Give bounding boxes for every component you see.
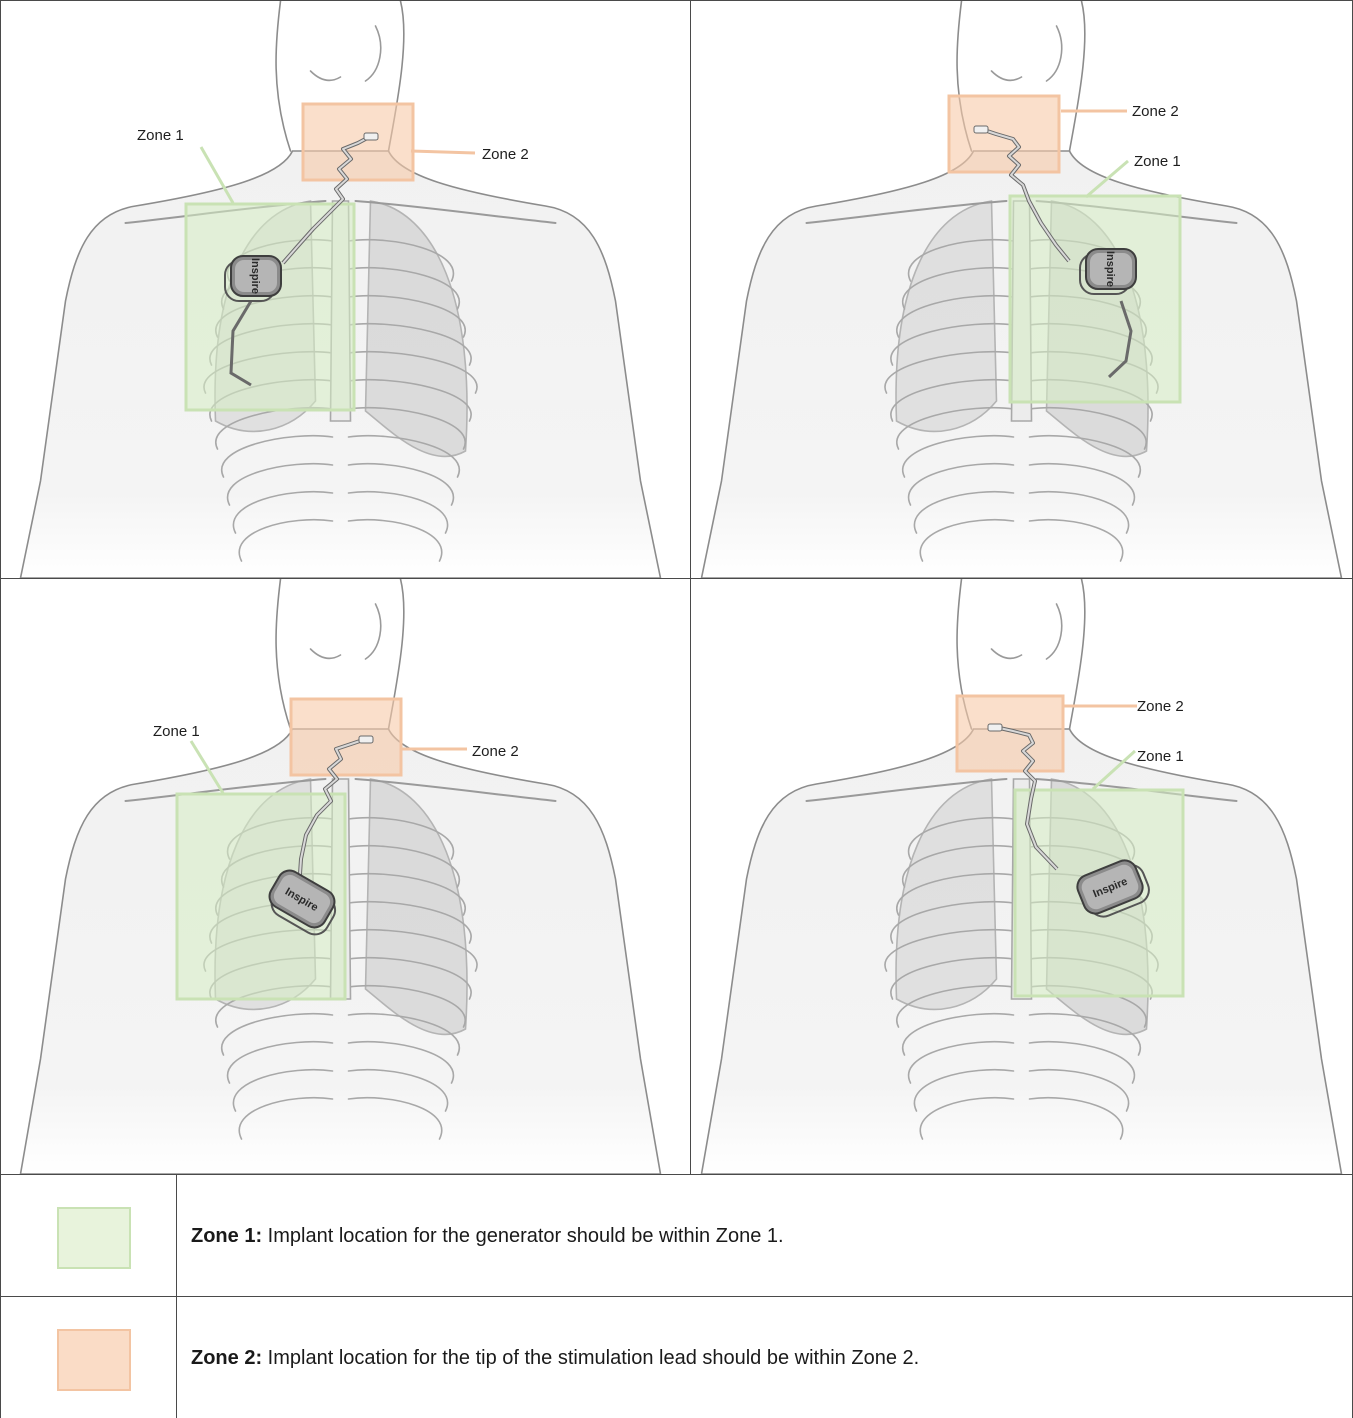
- lead-tip: [988, 724, 1002, 731]
- zone2-box: [957, 696, 1063, 771]
- neck-line: [1070, 1, 1085, 151]
- zone2-box: [949, 96, 1059, 172]
- zone2-legend-desc: Implant location for the tip of the stim…: [262, 1347, 919, 1369]
- panel-bottom-left: Inspire: [1, 579, 690, 1174]
- zone2-legend-term: Zone 2:: [191, 1347, 262, 1369]
- panel-top-right: Inspire: [691, 1, 1352, 578]
- grid-bottom-line: [0, 1174, 1353, 1175]
- zone2-callout-label: Zone 2: [1137, 698, 1184, 715]
- neck-line: [276, 1, 290, 151]
- jaw-line: [1047, 604, 1062, 659]
- panel-top-left: Inspire: [1, 1, 690, 578]
- zone1-box: [186, 204, 354, 410]
- jaw-line: [992, 649, 1022, 658]
- lead-tip: [359, 736, 373, 743]
- zone1-box: [1010, 196, 1180, 402]
- jaw-line: [1047, 26, 1062, 81]
- generator-brand-logo: Inspire: [1104, 251, 1116, 287]
- zone1-callout-label: Zone 1: [1134, 153, 1181, 170]
- zone2-callout-label: Zone 2: [1132, 103, 1179, 120]
- jaw-line: [311, 649, 341, 658]
- jaw-line: [366, 604, 381, 659]
- zone2-legend-swatch: [57, 1329, 131, 1391]
- panel-bottom-right: Inspire: [691, 579, 1352, 1174]
- zone1-legend-text: Zone 1: Implant location for the generat…: [191, 1224, 784, 1248]
- zone2-callout-label: Zone 2: [472, 743, 519, 760]
- jaw-line: [311, 71, 341, 80]
- zone2-box: [291, 699, 401, 775]
- lead-tip: [364, 133, 378, 140]
- zone1-legend-swatch: [57, 1207, 131, 1269]
- generator-brand-logo: Inspire: [249, 258, 261, 294]
- zone2-leader-line: [411, 151, 475, 153]
- zone1-legend-desc: Implant location for the generator shoul…: [262, 1225, 783, 1247]
- legend-divider-line: [0, 1296, 1353, 1297]
- lead-tip: [974, 126, 988, 133]
- zone1-legend-term: Zone 1:: [191, 1225, 262, 1247]
- jaw-line: [366, 26, 381, 81]
- zone2-legend-text: Zone 2: Implant location for the tip of …: [191, 1346, 919, 1370]
- zone1-callout-label: Zone 1: [153, 723, 200, 740]
- zone1-callout-label: Zone 1: [1137, 748, 1184, 765]
- legend-column-line: [176, 1174, 177, 1418]
- torso-illustration: Inspire: [1, 579, 690, 1174]
- torso-illustration: Inspire: [1, 1, 690, 578]
- zone1-callout-label: Zone 1: [137, 127, 184, 144]
- jaw-line: [992, 71, 1022, 80]
- torso-illustration: Inspire: [691, 1, 1352, 578]
- neck-line: [276, 579, 290, 729]
- torso-illustration: Inspire: [691, 579, 1352, 1174]
- zone2-callout-label: Zone 2: [482, 146, 529, 163]
